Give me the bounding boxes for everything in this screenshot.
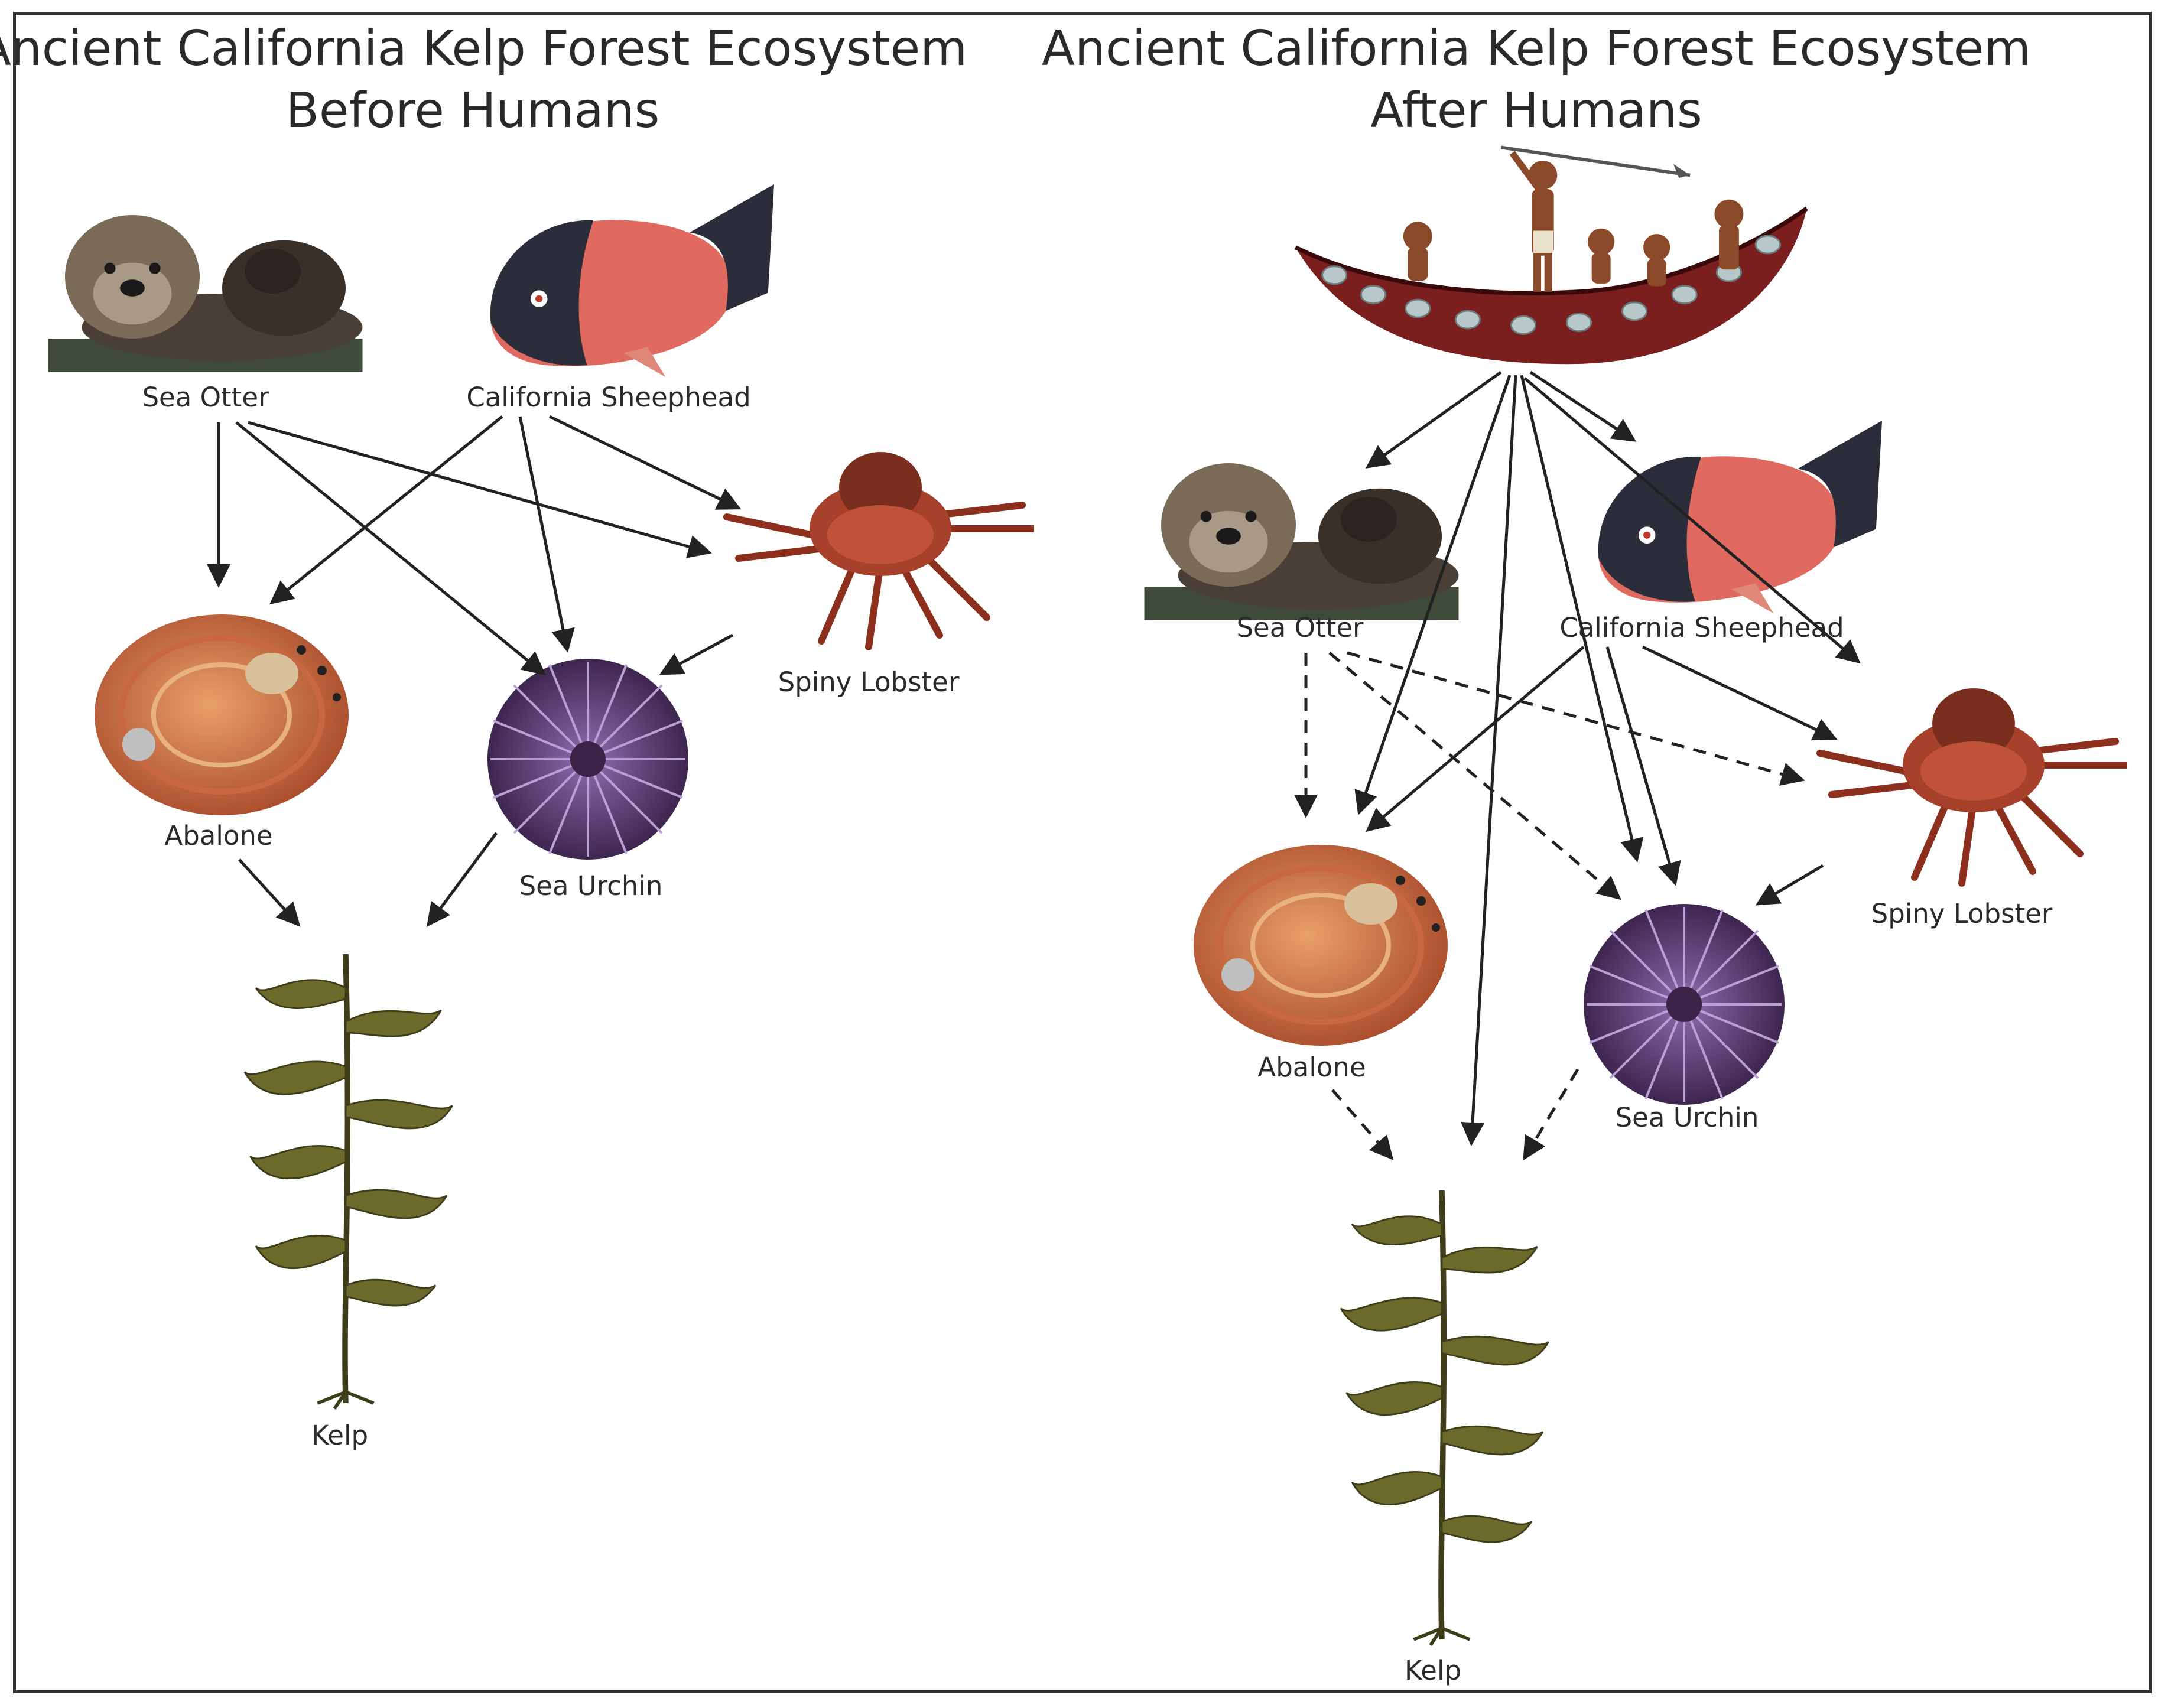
after-title-line2: After Humans [1370,83,1702,139]
sea-otter-icon [1144,463,1459,620]
arrow-humans-kelp [1461,375,1517,1146]
arrow-sheephead-abalone [1366,646,1585,832]
abalone-shell-icon [95,614,349,815]
label-kelp: Kelp [311,1420,368,1451]
label-kelp: Kelp [1405,1655,1461,1686]
arrow-humans-otter [1365,370,1502,469]
before-title-line1: Ancient California Kelp Forest Ecosystem [0,21,967,77]
label-sheephead: California Sheephead [1559,612,1844,643]
abalone-shell-icon [1194,845,1448,1046]
kelp-icon [1341,1190,1549,1645]
arrow-otter-urchin [235,421,546,676]
arrow-abalone-kelp [238,858,301,927]
label-spiny-lobster: Spiny Lobster [1871,898,2053,929]
before-arrows [207,415,742,928]
sheephead-fish-icon [1598,420,1882,614]
arrow-humans-urchin [1520,375,1644,863]
sea-urchin-icon [486,658,690,861]
dashed-arrow-otter-lobster [1347,651,1805,786]
label-abalone: Abalone [1257,1052,1366,1083]
dashed-arrow-otter-urchin [1328,652,1621,900]
arrow-otter-lobster [248,421,712,558]
spiny-lobster-icon [727,452,1034,647]
sea-urchin-icon [1582,903,1786,1106]
arrow-urchin-kelp [427,832,498,928]
arrow-sheephead-lobster [1642,645,1838,740]
arrow-sheephead-urchin [518,416,575,653]
after-dashed-arrows [1294,651,1805,1161]
label-sea-urchin: Sea Urchin [1616,1102,1759,1133]
arrow-sheephead-abalone [269,415,503,605]
arrow-sheephead-urchin [1605,646,1681,886]
spiny-lobster-icon [1820,688,2127,883]
arrow-lobster-urchin [1755,864,1824,906]
dashed-arrow-abalone-kelp [1331,1089,1394,1160]
arrow-humans-sheephead [1529,370,1637,442]
sheephead-fish-icon [490,184,774,378]
label-sea-otter: Sea Otter [142,382,269,413]
after-panel: Sea Otter California Sheephead Spiny Lob… [1144,147,2128,1686]
label-sea-otter: Sea Otter [1236,612,1364,643]
figure-frame [13,12,2152,1693]
before-panel: Sea Otter California Sheephead Spiny Lob… [48,184,1035,1451]
label-spiny-lobster: Spiny Lobster [778,666,960,698]
label-sheephead: California Sheephead [466,382,750,413]
label-sea-urchin: Sea Urchin [519,870,663,902]
arrow-humans-lobster [1523,377,1861,664]
sea-otter-icon [48,215,363,372]
kelp-icon [245,954,453,1409]
label-abalone: Abalone [164,820,272,851]
dashed-arrow-urchin-kelp [1523,1068,1579,1161]
arrow-humans-abalone [1354,375,1512,815]
before-title-line2: Before Humans [286,83,660,139]
after-solid-arrows [1354,370,1861,1146]
after-title-line1: Ancient California Kelp Forest Ecosystem [1042,21,2031,77]
canoe-with-hunters-icon [1295,147,1806,364]
arrow-lobster-urchin [659,633,734,675]
arrow-sheephead-lobster [548,415,742,510]
